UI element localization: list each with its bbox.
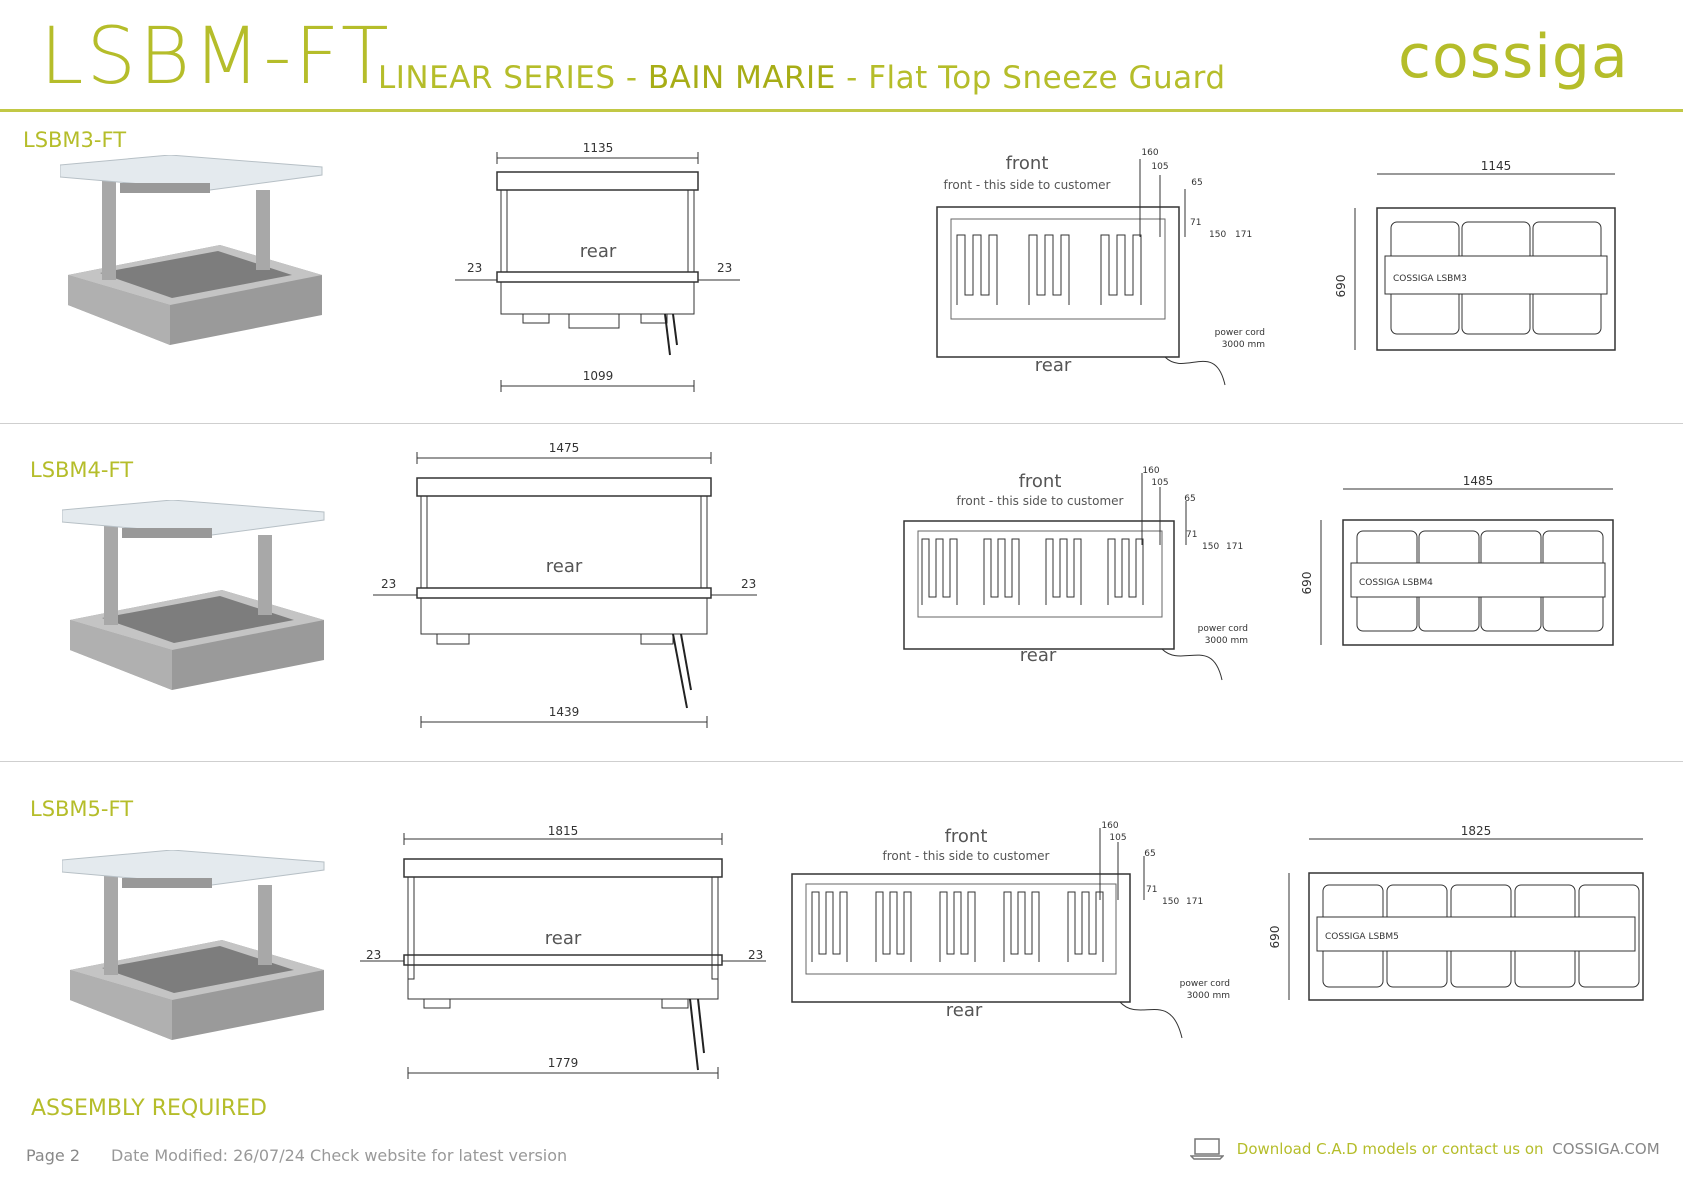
dim-depth: 690 xyxy=(1268,926,1282,949)
power-cord-label: power cord xyxy=(1198,624,1248,634)
rear-label: rear xyxy=(946,1000,983,1021)
front-note: front - this side to customer xyxy=(957,494,1124,508)
dim-71: 71 xyxy=(1146,885,1157,895)
rear-label: rear xyxy=(1035,355,1072,376)
dim-top-width: 1815 xyxy=(548,825,579,838)
power-cord-label: power cord xyxy=(1180,979,1230,989)
series-subtitle: LINEAR SERIES - BAIN MARIE - Flat Top Sn… xyxy=(378,60,1226,96)
top-view-drawing: 1825 690 COSSIGA LSBM5 xyxy=(1268,825,1644,1001)
product-label: LSBM5-FT xyxy=(30,797,134,821)
front-label: front xyxy=(1019,471,1062,492)
front-label: front xyxy=(1006,153,1049,174)
dim-top-width: 1475 xyxy=(549,441,580,455)
series-highlight: BAIN MARIE xyxy=(647,60,836,96)
plan-view-drawing: front front - this side to customer rear… xyxy=(791,821,1230,1039)
front-elevation-drawing: 1815 rear 23 23 1779 xyxy=(360,825,766,1079)
row-divider xyxy=(0,423,1683,424)
dim-65: 65 xyxy=(1191,178,1202,188)
dim-105: 105 xyxy=(1151,478,1168,488)
product-render xyxy=(62,850,325,1040)
website-link[interactable]: COSSIGA.COM xyxy=(1552,1139,1660,1158)
dim-width: 1825 xyxy=(1461,825,1492,838)
dim-171: 171 xyxy=(1186,897,1203,907)
series-prefix: LINEAR SERIES - xyxy=(378,60,648,96)
dim-71: 71 xyxy=(1190,218,1201,228)
power-cord-length: 3000 mm xyxy=(1187,991,1230,1001)
dim-105: 105 xyxy=(1109,833,1126,843)
dim-171: 171 xyxy=(1226,542,1243,552)
dim-right-offset: 23 xyxy=(717,261,732,275)
power-cord-label: power cord xyxy=(1215,328,1265,338)
plan-view-drawing: front front - this side to customer rear… xyxy=(936,148,1265,386)
dim-171: 171 xyxy=(1235,230,1252,240)
date-modified: Date Modified: 26/07/24 Check website fo… xyxy=(111,1146,568,1165)
dim-160: 160 xyxy=(1142,466,1159,476)
dim-left-offset: 23 xyxy=(381,577,396,591)
assembly-note: ASSEMBLY REQUIRED xyxy=(31,1096,267,1121)
series-suffix: - Flat Top Sneeze Guard xyxy=(835,60,1226,96)
dim-160: 160 xyxy=(1101,821,1118,831)
dim-width: 1485 xyxy=(1463,475,1494,488)
dim-depth: 690 xyxy=(1300,572,1314,595)
page-title: LSBM-FT xyxy=(40,12,392,102)
top-view-drawing: 1145 690 COSSIGA LSBM3 xyxy=(1334,160,1616,351)
top-view-drawing: 1485 690 COSSIGA LSBM4 xyxy=(1300,475,1614,646)
side-label-rear: rear xyxy=(545,928,582,949)
laptop-icon xyxy=(1189,1138,1225,1160)
cad-download-text[interactable]: Download C.A.D models or contact us on xyxy=(1236,1139,1544,1158)
front-note: front - this side to customer xyxy=(944,178,1111,192)
dim-bottom-width: 1439 xyxy=(549,705,580,719)
page-number: Page 2 xyxy=(26,1146,80,1165)
product-plate: COSSIGA LSBM3 xyxy=(1393,274,1467,284)
dim-150: 150 xyxy=(1202,542,1219,552)
dim-depth: 690 xyxy=(1334,275,1348,298)
product-plate: COSSIGA LSBM5 xyxy=(1325,932,1399,942)
dim-right-offset: 23 xyxy=(741,577,756,591)
dim-left-offset: 23 xyxy=(366,948,381,962)
front-label: front xyxy=(945,826,988,847)
dim-bottom-width: 1779 xyxy=(548,1056,579,1070)
dim-71: 71 xyxy=(1186,530,1197,540)
dim-65: 65 xyxy=(1184,494,1195,504)
power-cord-length: 3000 mm xyxy=(1205,636,1248,646)
cad-download-link[interactable]: Download C.A.D models or contact us on C… xyxy=(1189,1138,1660,1160)
power-cord-length: 3000 mm xyxy=(1222,340,1265,350)
product-label: LSBM3-FT xyxy=(23,128,127,152)
product-render xyxy=(62,500,325,690)
dim-width: 1145 xyxy=(1481,160,1512,173)
header-divider xyxy=(0,109,1683,112)
brand-logo: cossiga xyxy=(1398,22,1629,92)
dim-left-offset: 23 xyxy=(467,261,482,275)
front-elevation-drawing: 1135 rear 23 23 1099 xyxy=(455,141,740,392)
front-elevation-drawing: 1475 rear 23 23 1439 xyxy=(373,441,757,728)
dim-160: 160 xyxy=(1141,148,1158,158)
dim-bottom-width: 1099 xyxy=(583,369,614,383)
product-plate: COSSIGA LSBM4 xyxy=(1359,578,1433,588)
dim-150: 150 xyxy=(1209,230,1226,240)
dim-105: 105 xyxy=(1151,162,1168,172)
product-label: LSBM4-FT xyxy=(30,458,134,482)
dim-65: 65 xyxy=(1144,849,1155,859)
front-note: front - this side to customer xyxy=(883,849,1050,863)
side-label-rear: rear xyxy=(546,556,583,577)
dim-top-width: 1135 xyxy=(583,141,614,155)
row-divider xyxy=(0,761,1683,762)
dim-150: 150 xyxy=(1162,897,1179,907)
plan-view-drawing: front front - this side to customer rear… xyxy=(903,466,1248,681)
rear-label: rear xyxy=(1020,645,1057,666)
dim-right-offset: 23 xyxy=(748,948,763,962)
side-label-rear: rear xyxy=(580,241,617,262)
product-render xyxy=(60,155,323,345)
